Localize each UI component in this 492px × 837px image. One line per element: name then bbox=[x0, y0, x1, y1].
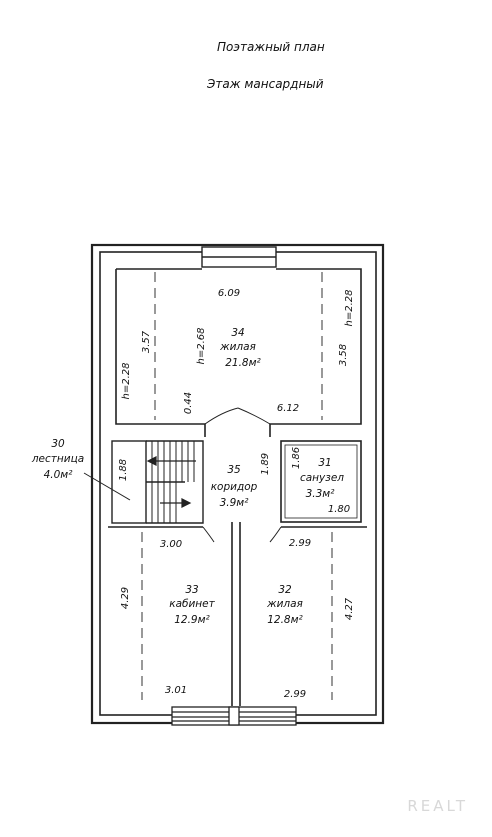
dim-h-right: h=2.28 bbox=[344, 290, 355, 327]
dim-left-height-34: 3.57 bbox=[141, 330, 152, 353]
room-31-area: 3.3м² bbox=[306, 488, 336, 500]
plan-title: Поэтажный план bbox=[217, 40, 325, 54]
room-35-area: 3.9м² bbox=[220, 497, 250, 509]
dim-h-left: h=2.28 bbox=[121, 363, 132, 400]
room-33-name: кабинет bbox=[169, 598, 215, 610]
floor-subtitle: Этаж мансардный bbox=[207, 77, 324, 91]
dim-w33-bottom: 3.01 bbox=[165, 685, 187, 696]
room-32-area: 12.8м² bbox=[267, 614, 303, 626]
stair-arrows bbox=[146, 456, 196, 508]
dim-stair-height: 1.88 bbox=[118, 459, 129, 481]
dim-w32-top: 2.99 bbox=[289, 538, 311, 549]
dim-gap: 0.44 bbox=[183, 392, 194, 414]
room-33-number: 33 bbox=[185, 584, 198, 596]
room-33-32-walls bbox=[108, 522, 367, 706]
slope-lines-33-32 bbox=[141, 532, 333, 700]
dim-h-center: h=2.68 bbox=[196, 328, 207, 365]
room-30-area: 4.0м² bbox=[44, 469, 74, 481]
dim-w33-top: 3.00 bbox=[160, 539, 182, 550]
room-32-number: 32 bbox=[278, 584, 292, 596]
wc-walls bbox=[280, 440, 362, 523]
room-33-area: 12.9м² bbox=[174, 614, 210, 626]
room-34-name: жилая bbox=[219, 341, 256, 353]
dim-wc-height: 1.86 bbox=[291, 447, 302, 469]
room-30-name: лестница bbox=[31, 453, 84, 465]
room-35-number: 35 bbox=[227, 464, 241, 476]
room-34-number: 34 bbox=[231, 327, 244, 339]
dim-wc-width: 1.80 bbox=[328, 504, 350, 515]
dim-h32: 4.27 bbox=[344, 597, 355, 620]
dim-top-width: 6.09 bbox=[218, 288, 240, 299]
dim-bottom-width-34: 6.12 bbox=[277, 403, 299, 414]
room-31-number: 31 bbox=[318, 457, 331, 469]
dim-corridor-height: 1.89 bbox=[260, 453, 271, 475]
top-window bbox=[201, 246, 277, 268]
watermark: REALT bbox=[407, 797, 468, 815]
dim-right-height-34: 3.58 bbox=[338, 344, 349, 366]
room-30-number: 30 bbox=[51, 438, 65, 450]
room-35-name: коридор bbox=[211, 481, 258, 493]
leader-line-30 bbox=[83, 472, 131, 501]
dim-h33: 4.29 bbox=[120, 587, 131, 609]
room-34-area: 21.8м² bbox=[225, 357, 261, 369]
dim-w32-bottom: 2.99 bbox=[284, 689, 306, 700]
room-32-name: жилая bbox=[266, 598, 303, 610]
room-31-name: санузел bbox=[300, 472, 344, 484]
slope-lines-34 bbox=[154, 272, 323, 420]
room-34-walls bbox=[115, 268, 362, 437]
bottom-window bbox=[171, 706, 297, 726]
